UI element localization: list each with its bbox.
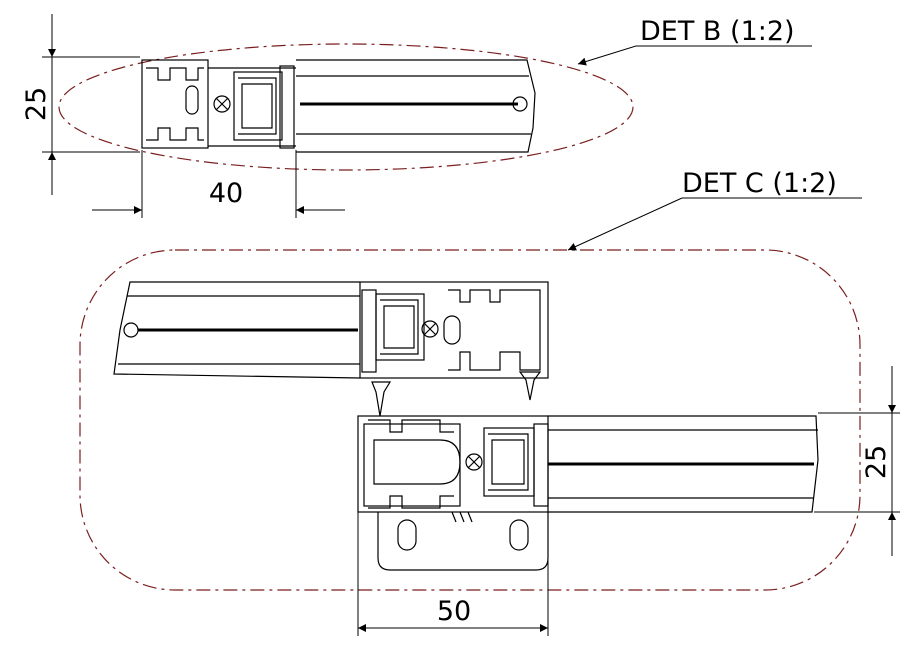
detail-c-width-value: 50: [437, 596, 471, 627]
detail-c-outline: [79, 249, 861, 591]
detail-c-width-dimension: [357, 512, 549, 636]
detail-c-upper-profile: [113, 281, 549, 417]
detail-c-height-value: 25: [861, 445, 892, 479]
detail-b-width-dimension: [92, 150, 345, 218]
detail-b-profile: [141, 59, 536, 153]
detail-c-height-dimension: [814, 366, 900, 556]
detail-b-label: DET B (1:2): [640, 16, 795, 47]
detail-b: 25 40 DET B (1:2): [21, 14, 812, 218]
detail-b-leader: [577, 45, 812, 66]
detail-b-height-value: 25: [21, 87, 52, 121]
detail-c-label: DET C (1:2): [682, 168, 837, 199]
detail-b-width-value: 40: [209, 178, 243, 209]
detail-b-outline: [58, 43, 634, 171]
detail-c-lower-profile: [357, 415, 819, 571]
detail-b-height-dimension: [42, 14, 140, 195]
detail-c: 25 50 DET C (1:2): [79, 168, 900, 636]
detail-c-leader: [567, 197, 862, 251]
